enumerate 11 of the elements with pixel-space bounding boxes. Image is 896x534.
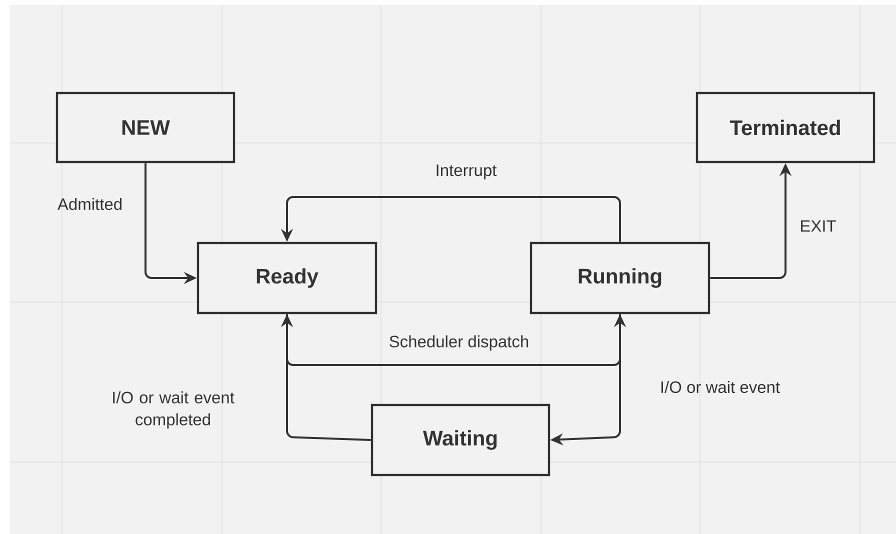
state-box: Waiting [370, 404, 550, 476]
state-box: Ready [196, 242, 378, 314]
state-box: Running [530, 242, 710, 314]
state-box: Terminated [696, 92, 876, 164]
edge-label: EXIT [801, 220, 836, 232]
edge-label: Admitted [57, 198, 122, 210]
edge-label: I/O or wait event completed [113, 391, 234, 429]
edge-label: Interrupt [436, 164, 497, 180]
edge-label: Scheduler dispatch [390, 335, 528, 351]
state-box: NEW [56, 92, 236, 164]
edge-label: I/O or wait event [661, 380, 780, 394]
